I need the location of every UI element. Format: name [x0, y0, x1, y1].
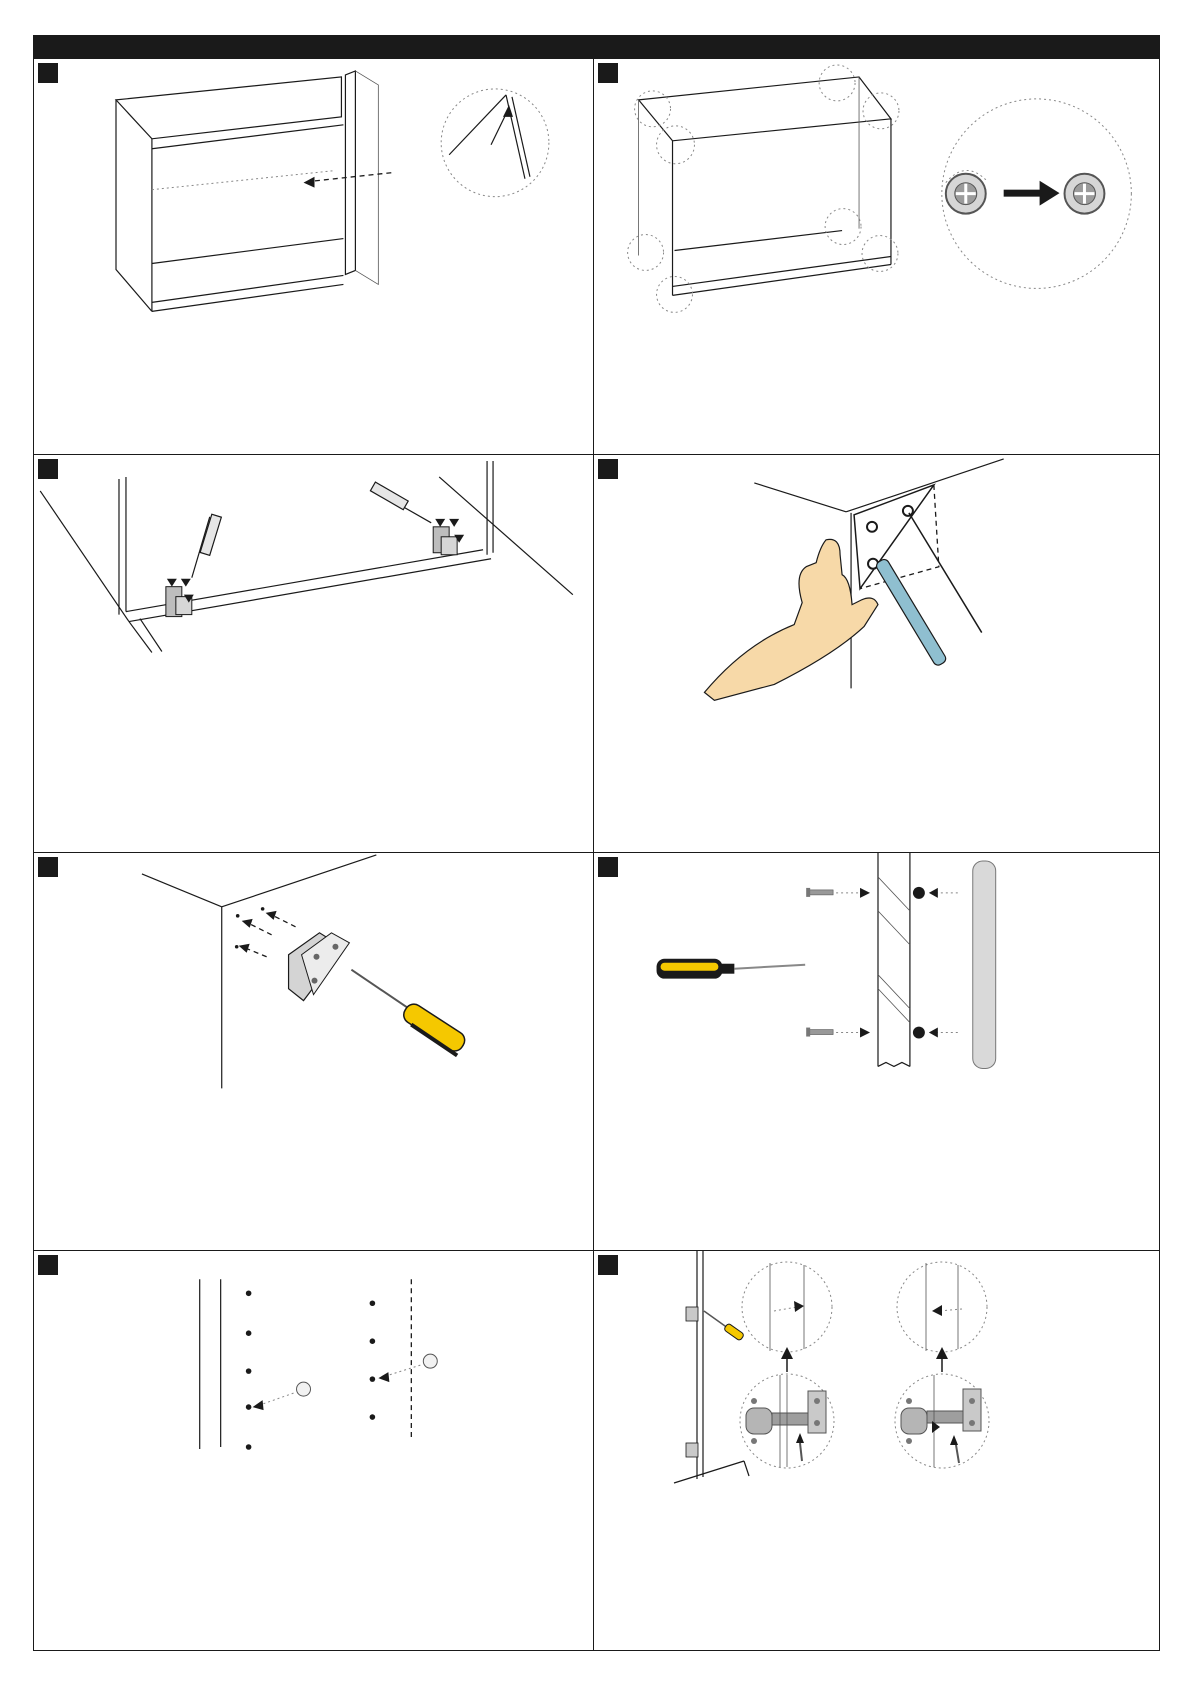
step-panel-5: [34, 853, 594, 1251]
step-panel-1: [34, 59, 594, 455]
steps-grid: [34, 59, 1159, 1650]
step-panel-7: [34, 1251, 594, 1650]
shelf-pin-illustration: [34, 1251, 593, 1650]
step-panel-6: [594, 853, 1159, 1251]
cabinet-assembly-illustration: [34, 59, 593, 454]
hinge-adjust-illustration: [594, 1251, 1159, 1650]
handle-attach-illustration: [594, 853, 1159, 1250]
step-panel-2: [594, 59, 1159, 455]
step-panel-3: [34, 455, 594, 853]
corner-bracket-illustration: [594, 455, 1159, 852]
step-panel-8: [594, 1251, 1159, 1650]
header-band: [33, 35, 1160, 59]
wall-bracket-illustration: [34, 853, 593, 1250]
hinge-install-illustration: [34, 455, 593, 852]
step-panel-4: [594, 455, 1159, 853]
cam-lock-illustration: [594, 59, 1159, 454]
